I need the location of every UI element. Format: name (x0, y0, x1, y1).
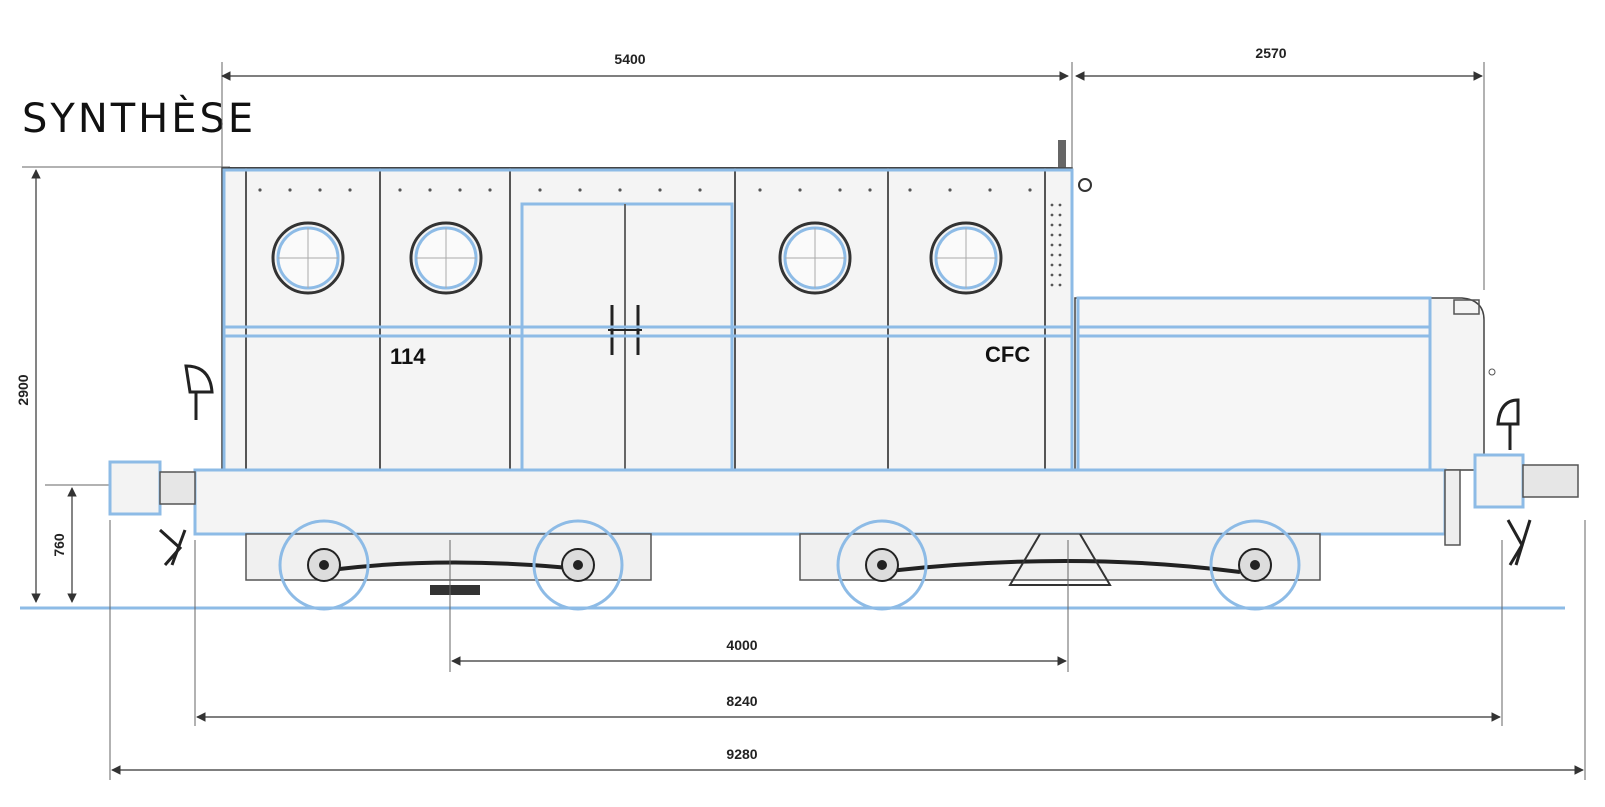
buffer-height-label: 760 (51, 533, 67, 557)
front-buffer (108, 460, 196, 516)
diagram-title: SYNTHÈSE (22, 94, 256, 142)
bogie-centers-label: 4000 (726, 637, 757, 653)
cab-length-label: 5400 (614, 51, 645, 67)
porthole-4 (929, 221, 1003, 295)
operator-marking: CFC (985, 342, 1030, 367)
porthole-windows (271, 221, 1003, 295)
dimension-top: 5400 2570 (221, 45, 1485, 290)
rear-lamp (1496, 398, 1520, 450)
frame-length-label: 8240 (726, 693, 757, 709)
dimension-left: 2900 760 (15, 166, 230, 603)
porthole-2 (409, 221, 483, 295)
overall-length-label: 9280 (726, 746, 757, 762)
wheels (278, 519, 1301, 611)
hood-length-label: 2570 (1255, 45, 1286, 61)
porthole-3 (778, 221, 852, 295)
porthole-1 (271, 221, 345, 295)
cab-body (221, 167, 1073, 471)
frame (193, 468, 1447, 536)
locomotive: 114 CFC (20, 140, 1579, 611)
height-label: 2900 (15, 374, 31, 405)
rear-buffer (1473, 453, 1579, 509)
dimension-bottom: 4000 8240 9280 (109, 520, 1586, 780)
locomotive-number: 114 (390, 344, 426, 369)
front-lamp (184, 364, 214, 420)
hood-overlay (1076, 296, 1432, 472)
